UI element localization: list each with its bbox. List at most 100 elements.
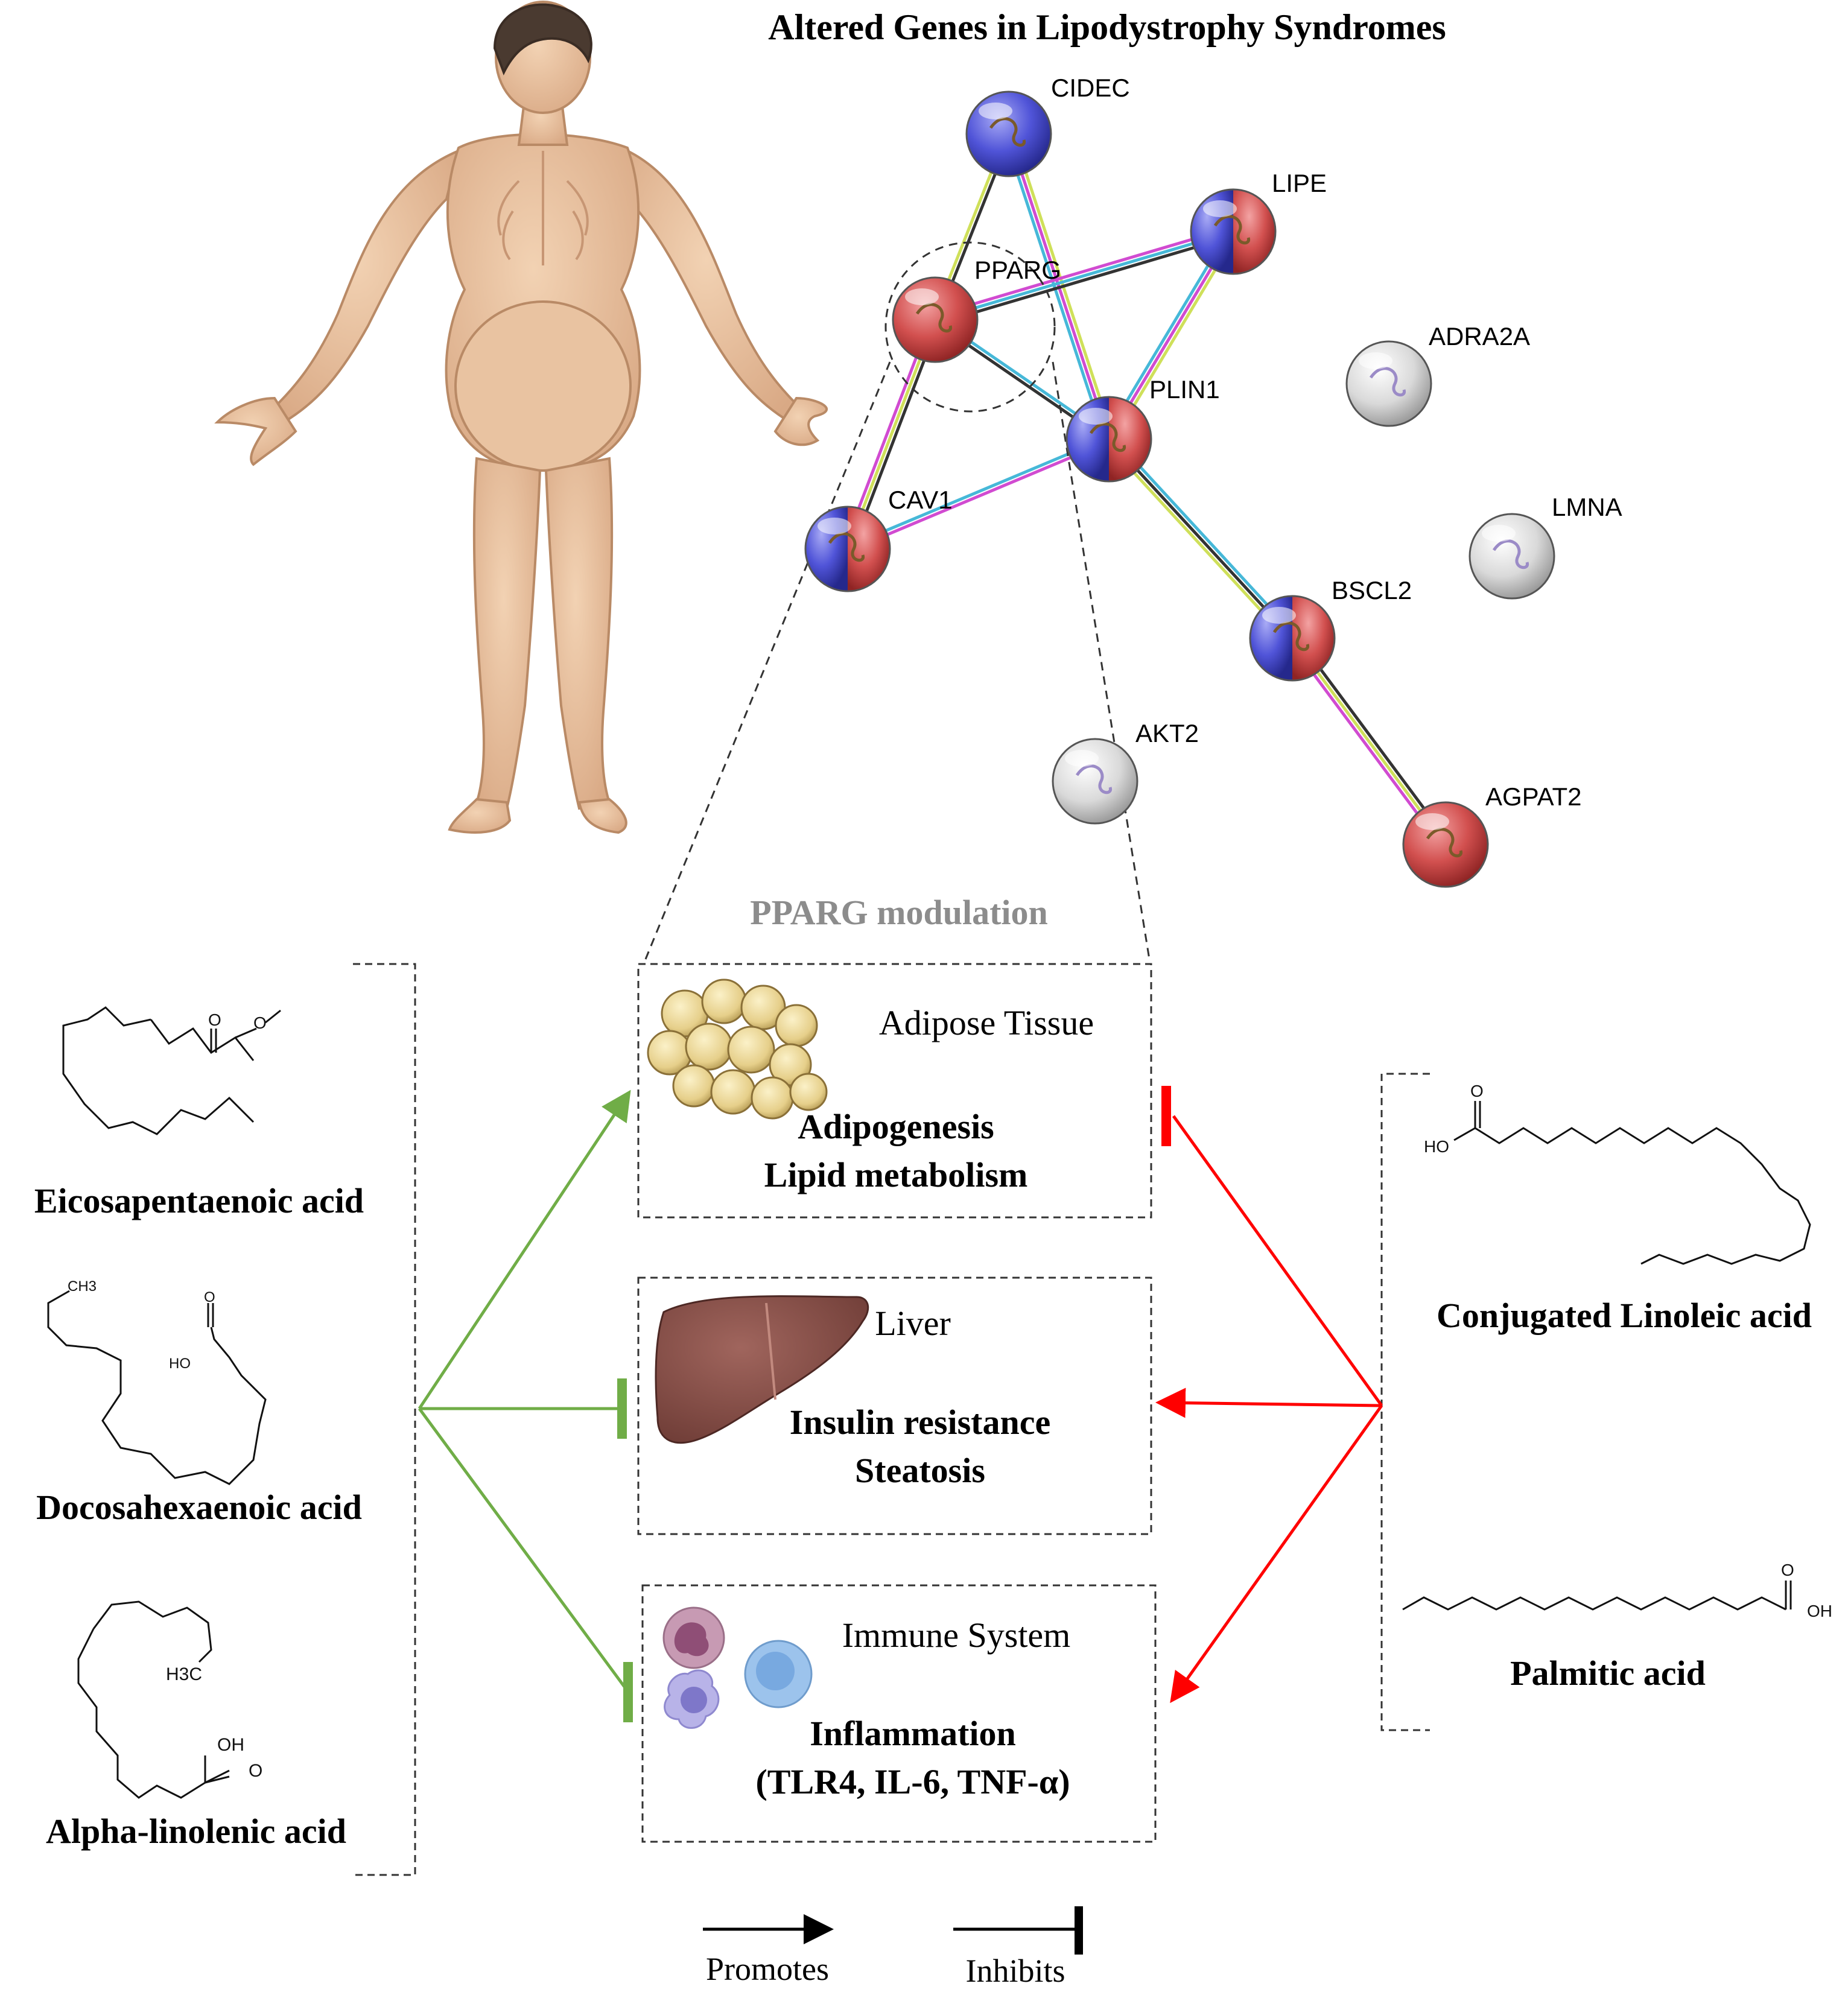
pparg-modulation-title: PPARG modulation [750,893,1048,932]
cla-structure [1453,1101,1811,1265]
cla-o-label: O [1470,1082,1484,1100]
zoom-line-left [644,361,891,960]
legend-inhibits-bar [1075,1906,1083,1955]
adipose-line2: Lipid metabolism [764,1155,1028,1194]
gene-node-cidec[interactable]: CIDEC [965,74,1130,177]
dha-structure [47,1290,267,1485]
gene-label-akt2: AKT2 [1135,719,1199,747]
gene-node-lipe[interactable]: LIPE [1190,169,1327,275]
ala-structure [77,1600,230,1799]
protein-structure-icon [828,532,865,562]
adipose-tissue-box: Adipose Tissue Adipogenesis Lipid metabo… [637,963,1152,1219]
node-outline [1190,188,1277,275]
right-bracket [1380,1073,1430,1731]
green-inhibit-immune-bar [623,1662,633,1722]
gene-label-lmna: LMNA [1552,493,1622,521]
node-sphere [892,276,979,363]
gene-label-cav1: CAV1 [888,486,953,514]
protein-structure-icon [1213,215,1250,245]
node-sphere [965,90,1052,177]
edge-strand [935,230,1234,322]
cla-ho-label: HO [1424,1137,1449,1156]
network-edge-plin1-bscl2 [1105,435,1297,642]
edge-strand [1108,438,1294,639]
gene-label-plin1: PLIN1 [1149,375,1220,404]
gene-node-lmna[interactable]: LMNA [1469,493,1622,600]
network-nodes: CIDEC LIPE PPARG PLIN1 ADRA2A CAV1 LMNA BSCL2AK… [804,74,1622,888]
gene-label-lipe: LIPE [1272,169,1327,197]
gene-label-agpat2: AGPAT2 [1485,782,1582,811]
gene-label-adra2a: ADRA2A [1429,322,1530,350]
pparg-zoom-circle [884,241,1056,413]
palmitic-name: Palmitic acid [1510,1654,1706,1693]
red-inhibit-adipose-bar [1161,1086,1171,1146]
dha-name: Docosahexaenoic acid [36,1488,362,1527]
red-promote-liver-arrow [1155,1387,1382,1418]
network-edge-plin1-cav1 [846,436,1111,553]
network-edge-pparg-lipe [933,226,1235,326]
protein-structure-icon [1075,764,1112,794]
gene-node-pparg[interactable]: PPARG [892,256,1061,363]
legend-inhibits-label: Inhibits [965,1953,1065,1989]
liver-heading: Liver [875,1304,951,1343]
node-highlight [1262,607,1296,624]
protein-structure-icon [1272,621,1309,652]
gene-label-cidec: CIDEC [1051,74,1130,102]
node-highlight [1482,525,1516,542]
liver-line1: Insulin resistance [790,1403,1050,1442]
gene-node-cav1[interactable]: CAV1 [804,486,953,592]
red-inhibit-adipose-line [1172,1115,1383,1407]
edge-strand [1111,435,1297,636]
node-outline [804,506,891,592]
edge-strand [933,226,1233,317]
protein-structure-icon [989,117,1026,147]
immune-heading: Immune System [842,1616,1071,1655]
protein-structure-icon [1492,539,1529,569]
dha-ho-label: HO [169,1356,191,1372]
legend: Promotes Inhibits [703,1906,1083,1989]
node-sphere [1052,738,1138,825]
node-highlight [1203,200,1237,217]
node-highlight [818,518,851,534]
epa-name: Eicosapentaenoic acid [34,1181,364,1220]
node-outline [1065,396,1152,483]
gene-node-bscl2[interactable]: BSCL2 [1249,576,1412,682]
protein-structure-icon [1426,828,1462,858]
epa-o-label: O [208,1010,221,1029]
adipose-line1: Adipogenesis [798,1107,994,1146]
ala-o-label: O [249,1761,262,1781]
liver-icon [655,1295,869,1444]
edge-strand [846,436,1109,549]
epa-structure [62,1006,281,1135]
edge-strand [936,234,1235,326]
liver-box: Liver Insulin resistance Steatosis [637,1276,1152,1535]
node-sphere [1345,340,1432,427]
node-highlight [1079,408,1113,425]
ala-name: Alpha-linolenic acid [46,1812,346,1851]
protein-structure-icon [1369,367,1406,397]
node-highlight [979,103,1012,119]
immune-cells-icon [662,1606,813,1729]
protein-structure-icon [1089,422,1126,452]
left-bracket [353,963,416,1876]
gene-node-akt2[interactable]: AKT2 [1052,719,1199,825]
immune-line2: (TLR4, IL-6, TNF-α) [755,1762,1070,1801]
gene-node-agpat2[interactable]: AGPAT2 [1402,782,1582,888]
figure-title: Altered Genes in Lipodystrophy Syndromes [768,7,1446,47]
epa-o-ester-label: O [253,1013,267,1032]
gene-label-bscl2: BSCL2 [1332,576,1412,604]
edge-strand [1105,441,1291,642]
liver-line2: Steatosis [855,1451,985,1490]
palmitic-o-label: O [1781,1561,1794,1579]
ala-oh-label: OH [217,1735,244,1755]
node-highlight [1065,750,1099,767]
node-highlight [1415,813,1449,830]
red-promote-immune-arrow [1170,1404,1383,1704]
cla-name: Conjugated Linoleic acid [1437,1296,1812,1335]
protein-structure-icon [915,303,952,333]
green-inhibit-liver-bar [617,1378,627,1439]
gene-node-adra2a[interactable]: ADRA2A [1345,322,1530,427]
node-highlight [1359,352,1392,369]
node-sphere [1469,513,1555,600]
